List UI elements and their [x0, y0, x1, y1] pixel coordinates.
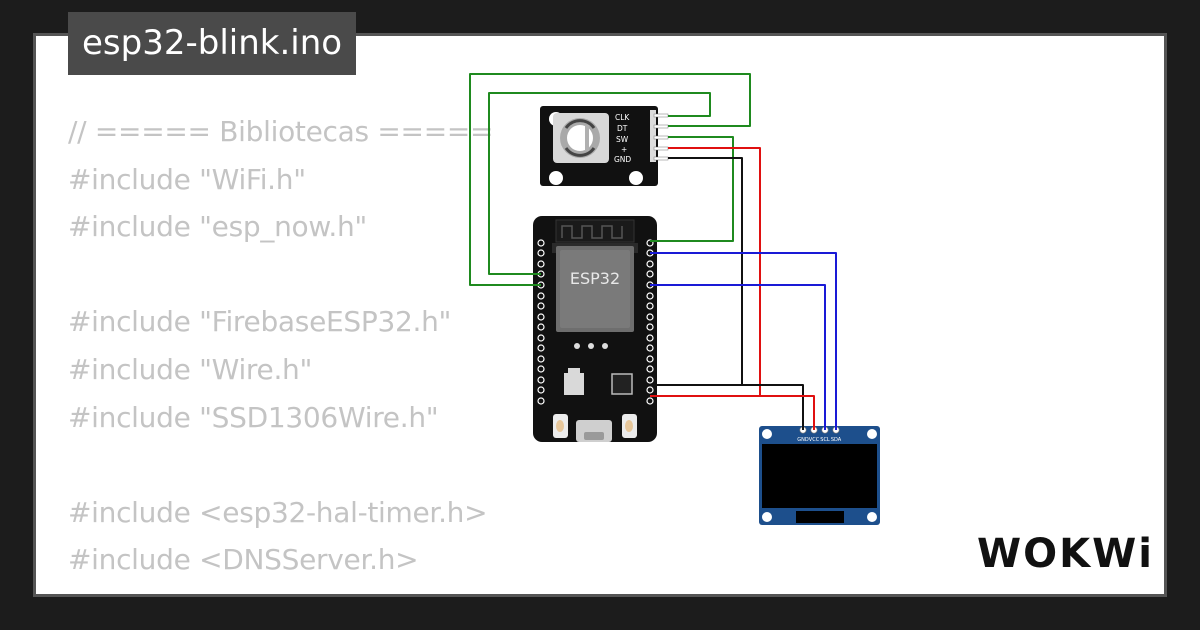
oled-pin-sda: SDA: [831, 437, 842, 443]
oled-display[interactable]: GND VCC SCL SDA: [759, 426, 880, 525]
code-line: #include <esp32-hal-timer.h>: [68, 495, 488, 529]
code-line: #include "FirebaseESP32.h": [68, 305, 452, 339]
wire-red-oled-vcc[interactable]: [650, 395, 815, 430]
brand-logo-text: WOKWi: [977, 531, 1154, 577]
rotary-encoder[interactable]: CLK DT SW + GND: [540, 106, 669, 186]
wire-black-oled-gnd[interactable]: [650, 384, 804, 430]
wire-black-encoder-gnd[interactable]: [650, 157, 743, 386]
encoder-pin-vcc: +: [621, 145, 627, 154]
esp32-board[interactable]: ESP32: [533, 216, 657, 442]
encoder-pin-dt: DT: [617, 124, 628, 133]
encoder-pin-gnd: GND: [614, 155, 631, 164]
code-line: #include "WiFi.h": [68, 162, 306, 196]
code-line: #include "esp_now.h": [68, 210, 368, 244]
wire-blue-sda[interactable]: [650, 252, 837, 430]
wires: [469, 73, 837, 430]
code-line: #include "Wire.h": [68, 352, 313, 386]
code-line: // ===== Bibliotecas =====: [68, 115, 494, 148]
esp32-label: ESP32: [570, 269, 620, 288]
code-listing: // ===== Bibliotecas ===== #include "WiF…: [68, 108, 494, 594]
oled-pin-gnd: GND: [797, 437, 809, 443]
code-line: #include "SSD1306Wire.h": [68, 400, 439, 434]
wire-green-dt[interactable]: [469, 73, 751, 286]
wire-green-clk[interactable]: [488, 92, 711, 275]
encoder-pin-sw: SW: [616, 135, 629, 144]
wire-red-encoder-vcc[interactable]: [650, 147, 761, 397]
code-line: #include <DNSServer.h>: [68, 543, 419, 577]
file-title[interactable]: esp32-blink.ino: [68, 12, 357, 75]
oled-pin-scl: SCL: [820, 437, 830, 443]
code-line: #include <WebServer.h>: [68, 584, 493, 594]
wokwi-logo: WOKWi: [977, 531, 1154, 577]
oled-pin-vcc: VCC: [809, 437, 820, 443]
wire-blue-scl[interactable]: [650, 284, 826, 430]
encoder-pin-clk: CLK: [615, 113, 630, 122]
wire-green-sw[interactable]: [650, 136, 734, 242]
